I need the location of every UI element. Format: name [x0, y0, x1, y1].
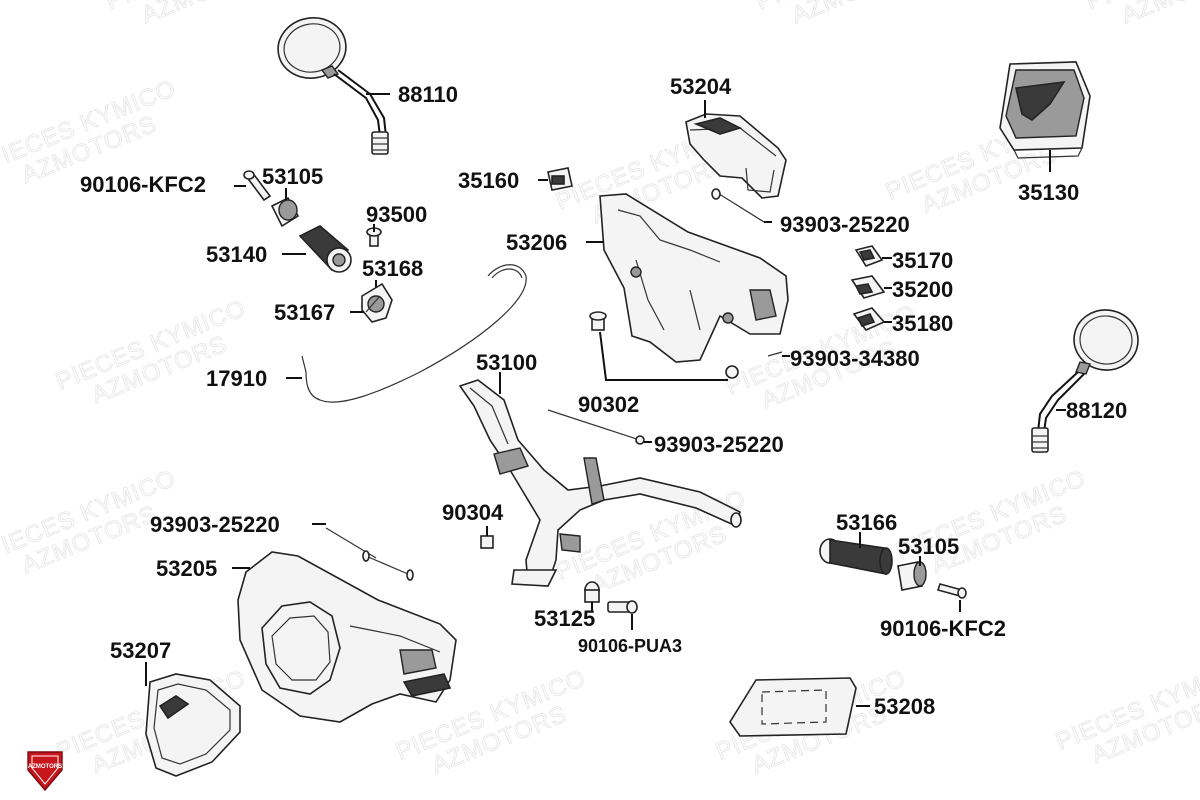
plate-53208 [729, 677, 857, 737]
azmotors-logo: AZMOTORS [27, 751, 63, 792]
grip-53140 [298, 225, 352, 273]
rear-cover-53206 [599, 193, 789, 363]
label-88120: 88120 [1066, 398, 1127, 423]
label-17910: 17910 [206, 366, 267, 391]
screw-93903-25220-b [547, 409, 641, 441]
handlebar-53100 [458, 379, 742, 587]
label-93903-25220-b: 93903-25220 [654, 432, 784, 457]
switch-35200 [850, 275, 886, 299]
label-93903-34380: 93903-34380 [790, 346, 920, 371]
screw-90106-kfc2-top [243, 170, 272, 202]
cover-53204 [685, 113, 787, 199]
label-90304: 90304 [442, 500, 504, 525]
throttle-cable-17910 [301, 264, 527, 403]
logo-text: AZMOTORS [28, 764, 62, 770]
label-53105-top: 53105 [262, 164, 323, 189]
label-53204: 53204 [670, 74, 732, 99]
label-53125: 53125 [534, 606, 595, 631]
nut-90304 [480, 535, 494, 549]
label-53206: 53206 [506, 230, 567, 255]
label-93903-25220-c: 93903-25220 [150, 512, 280, 537]
label-35130: 35130 [1018, 180, 1079, 205]
watermark-line2: AZMOTORS [1118, 0, 1200, 29]
label-53208: 53208 [874, 694, 935, 719]
collar-53125 [584, 581, 600, 603]
label-53207: 53207 [110, 638, 171, 663]
end-weight-53105-bottom [897, 561, 927, 591]
switch-35170 [854, 245, 884, 267]
label-93500: 93500 [366, 202, 427, 227]
label-35180: 35180 [892, 311, 953, 336]
label-90302: 90302 [578, 392, 639, 417]
label-53167: 53167 [274, 300, 335, 325]
screw-93903-34380 [767, 351, 783, 357]
label-53205: 53205 [156, 556, 217, 581]
label-90106-kfc2-top: 90106-KFC2 [80, 172, 206, 197]
switch-35130 [999, 61, 1091, 159]
label-53140: 53140 [206, 242, 267, 267]
label-90106-kfc2-bottom: 90106-KFC2 [880, 616, 1006, 641]
switch-35180 [852, 307, 886, 331]
mirror-left [277, 17, 389, 155]
leader-90302 [599, 331, 728, 381]
grip-53166 [819, 538, 893, 575]
label-53105-bottom: 53105 [898, 534, 959, 559]
throttle-housing-53167 [361, 282, 393, 323]
screw-93903-25220-a [711, 188, 765, 223]
label-35200: 35200 [892, 277, 953, 302]
end-weight-53105-top [270, 196, 300, 228]
screw-90106-kfc2-bottom [936, 583, 967, 599]
mirror-right [1031, 309, 1139, 453]
front-cover-53205 [237, 551, 457, 723]
label-53166: 53166 [836, 510, 897, 535]
label-53100: 53100 [476, 350, 537, 375]
label-35160: 35160 [458, 168, 519, 193]
screws-93903-25220-c [325, 527, 414, 581]
label-35170: 35170 [892, 248, 953, 273]
watermark-line2: AZMOTORS [788, 0, 931, 29]
bolt-90302 [589, 311, 739, 379]
label-93903-25220-a: 93903-25220 [780, 212, 910, 237]
emblem-frame-53207 [145, 673, 241, 777]
bolt-90106-pua3 [607, 600, 638, 614]
watermark-line2: AZMOTORS [138, 0, 281, 29]
connector-35160 [547, 167, 573, 191]
label-53168: 53168 [362, 256, 423, 281]
label-90106-pua3: 90106-PUA3 [578, 636, 682, 656]
label-88110: 88110 [398, 82, 458, 107]
